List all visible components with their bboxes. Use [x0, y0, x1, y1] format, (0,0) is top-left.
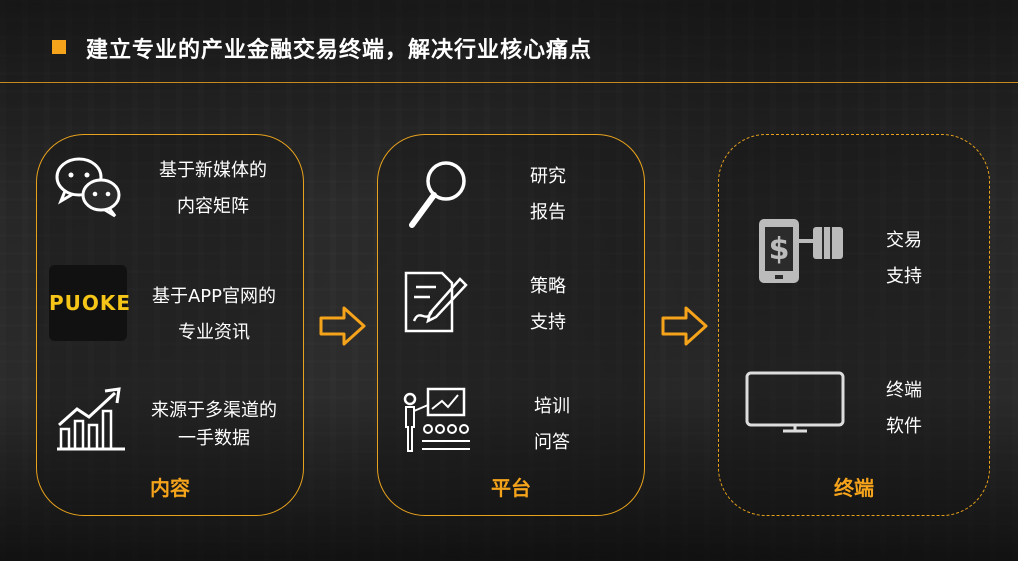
panel-label: 平台 [491, 476, 531, 500]
item-line-2: 专业资讯 [178, 322, 250, 343]
panel-terminal-item-1: 交易 支持 [869, 223, 939, 295]
panel-platform-item-1: 研究 报告 [508, 159, 588, 231]
panel-content: 基于新媒体的 内容矩阵 PUOKE 基于APP官网的 专业资讯 来源于多渠道的 … [36, 134, 304, 516]
item-line-1: 来源于多渠道的 [151, 400, 277, 421]
item-line-2: 支持 [530, 312, 566, 333]
panel-label: 终端 [834, 476, 874, 500]
item-line-2: 一手数据 [178, 428, 250, 449]
panel-label: 内容 [150, 476, 190, 500]
item-line-2: 支持 [886, 266, 922, 287]
panel-content-item-2: 基于APP官网的 专业资讯 [139, 279, 289, 351]
svg-text:$: $ [769, 232, 790, 267]
panel-platform: 研究 报告 策略 支持 培训 问答 平台 [377, 134, 645, 516]
wechat-icon [55, 157, 121, 218]
mobile-payment-icon: $ [759, 219, 843, 283]
item-line-1: 研究 [530, 166, 566, 187]
puoke-logo: PUOKE [49, 265, 130, 341]
title-divider [0, 82, 1018, 83]
item-line-2: 问答 [534, 432, 570, 453]
item-line-1: 策略 [530, 276, 566, 297]
panel-content-item-3: 来源于多渠道的 一手数据 [139, 397, 289, 453]
item-line-2: 内容矩阵 [177, 196, 249, 217]
item-line-2: 软件 [886, 416, 922, 437]
item-line-1: 终端 [886, 380, 922, 401]
magnifier-icon [409, 161, 466, 228]
item-line-1: 培训 [534, 396, 570, 417]
training-presentation-icon [403, 387, 470, 452]
panel-terminal-item-2: 终端 软件 [869, 373, 939, 445]
title-bullet [52, 40, 66, 54]
panel-content-item-1: 基于新媒体的 内容矩阵 [143, 153, 283, 225]
item-line-1: 基于新媒体的 [159, 160, 267, 181]
item-line-2: 报告 [530, 202, 566, 223]
item-line-1: 交易 [886, 230, 922, 251]
arrow-right-icon [661, 306, 708, 346]
growth-chart-icon [57, 387, 125, 451]
item-line-1: 基于APP官网的 [151, 286, 277, 307]
arrow-right-icon [319, 306, 366, 346]
monitor-icon [745, 371, 845, 433]
page-title: 建立专业的产业金融交易终端，解决行业核心痛点 [86, 38, 593, 63]
panel-terminal: $ 交易 支持 终端 软件 终端 [718, 134, 990, 516]
panel-platform-item-3: 培训 问答 [512, 389, 592, 461]
panel-platform-item-2: 策略 支持 [508, 269, 588, 341]
document-pen-icon [404, 271, 468, 333]
